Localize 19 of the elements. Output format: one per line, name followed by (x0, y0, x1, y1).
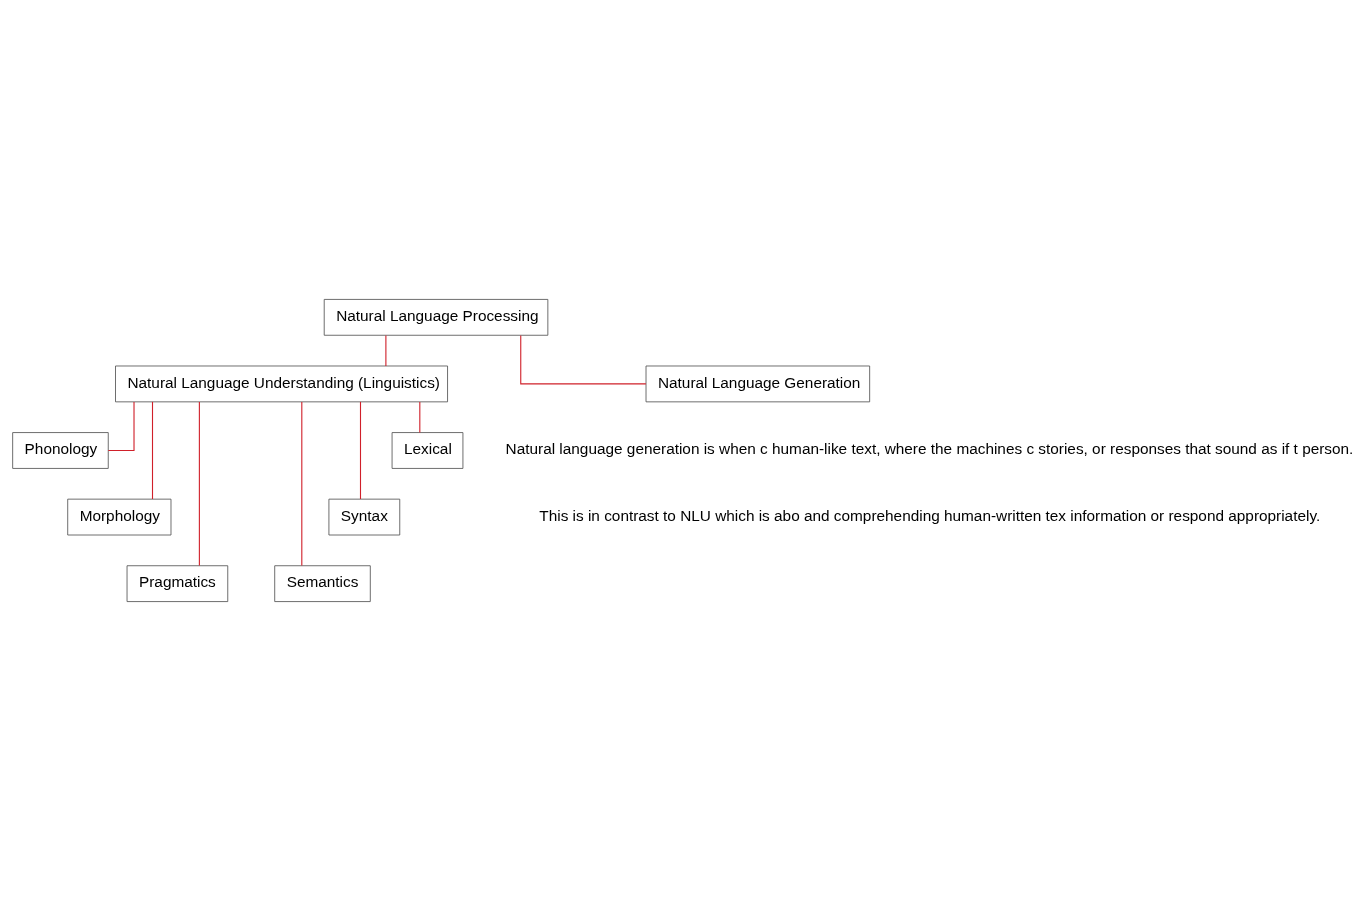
label: This is in contrast to NLU which is abo and comprehending human-written tex information or respond appropriately. (539, 506, 1321, 524)
node-box: Natural Language Processing (323, 298, 549, 336)
node-box: Morphology (67, 498, 172, 535)
connector (151, 400, 154, 500)
connector (419, 401, 421, 433)
connector (198, 400, 200, 566)
connector (107, 401, 135, 451)
node-box: Semantics (274, 564, 371, 602)
connector (301, 400, 303, 566)
node-box: Natural Language Generation (645, 365, 871, 402)
node-box: Natural Language Understanding (Linguistics) (115, 365, 448, 402)
connector (520, 334, 647, 384)
node-box: Lexical (391, 431, 464, 469)
label: Natural language generation is when c human-like text, where the machines c stories, or responses that sound as if t person. (505, 439, 1354, 457)
node-box: Syntax (328, 498, 401, 535)
node-box: Pragmatics (126, 564, 229, 602)
connector (359, 400, 362, 500)
connector (385, 334, 387, 367)
node-box: Phonology (12, 431, 109, 469)
